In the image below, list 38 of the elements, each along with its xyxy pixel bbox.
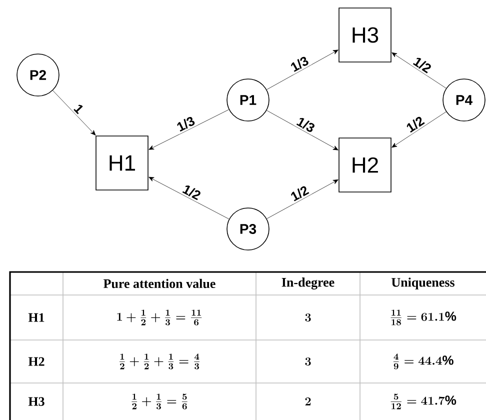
formula: $\frac{11}{18}=61.1\%$: [390, 310, 456, 326]
value: $3$: [305, 314, 311, 322]
formula: $\frac{1}{2}+\frac{1}{3}=\frac{5}{6}$: [132, 394, 188, 410]
arrow: [148, 176, 230, 220]
formula: $\frac{4}{9}=44.4\%$: [393, 354, 454, 370]
column-header: In-degree: [282, 278, 334, 290]
edge-label: 1/2: [182, 186, 200, 200]
formula: $1+\frac{1}{2}+\frac{1}{3}=\frac{11}{6}$: [117, 310, 202, 326]
arrow: [266, 179, 338, 219]
edge-label: 1/2: [412, 58, 431, 74]
edge-label: 1: [74, 104, 83, 114]
column-header: Pure attention value: [104, 278, 216, 288]
row-header: H3: [28, 397, 44, 406]
edge-label: 1/3: [296, 118, 314, 132]
square-node: H2: [338, 138, 392, 192]
arrow: [392, 112, 446, 148]
square-node: H1: [96, 136, 148, 190]
arrow: [392, 52, 446, 88]
value: $3$: [305, 358, 311, 366]
circle-node: P1: [226, 78, 270, 122]
formula: $\frac{5}{12}=41.7\%$: [390, 394, 456, 410]
edge-label: 1/2: [291, 186, 310, 202]
value: $2$: [305, 398, 311, 406]
formula: $\frac{1}{2}+\frac{1}{2}+\frac{1}{3}=\frac{4}{3}$: [120, 354, 200, 370]
row-header: H1: [28, 313, 44, 322]
arrow: [52, 90, 96, 136]
arrow: [148, 109, 230, 150]
arrow: [266, 50, 338, 90]
row-header: H2: [28, 357, 44, 366]
edge-label: 1/3: [177, 116, 195, 132]
square-node: H3: [338, 8, 392, 62]
circle-node: P4: [442, 78, 486, 122]
edge-label: 1/2: [406, 116, 425, 133]
circle-node: P2: [16, 54, 60, 96]
arrow: [266, 110, 338, 150]
column-header: Uniqueness: [392, 278, 454, 290]
edge-label: 1/3: [290, 56, 308, 72]
circle-node: P3: [226, 208, 270, 250]
